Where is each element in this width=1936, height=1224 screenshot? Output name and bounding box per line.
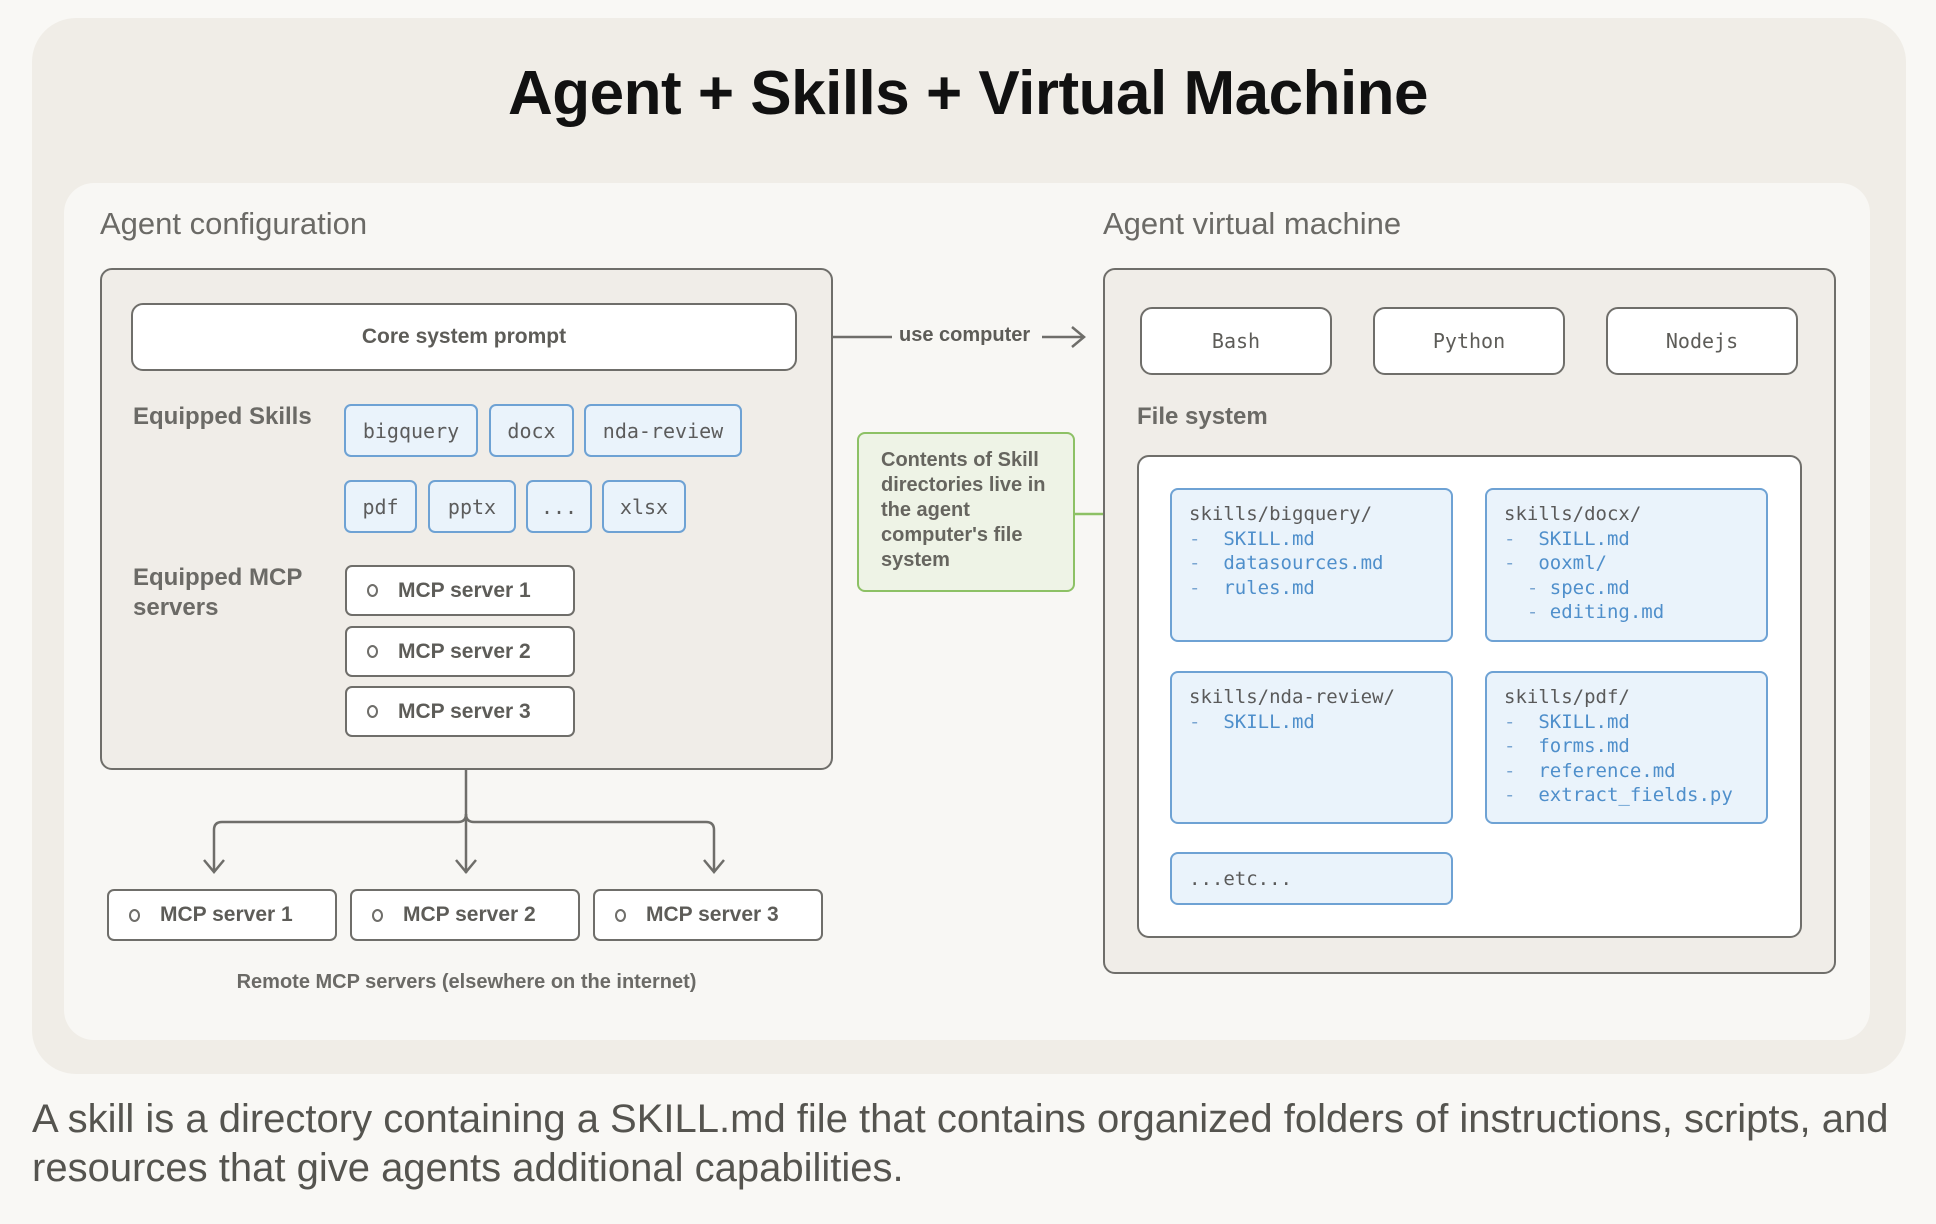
server-circle-icon [367, 584, 378, 597]
file-name: SKILL.md [1538, 710, 1630, 733]
file-name: ooxml/ [1538, 552, 1607, 574]
directory-bigquery: skills/bigquery/- SKILL.md- datasources.… [1170, 488, 1453, 642]
file-entry: - rules.md [1189, 576, 1434, 601]
directory-path: skills/nda-review/ [1189, 686, 1395, 708]
mcp-server-label: MCP server 3 [398, 699, 531, 723]
file-name: spec.md [1549, 576, 1630, 599]
mcp-server-label: MCP server 2 [403, 903, 536, 926]
file-entry: - datasources.md [1189, 551, 1434, 576]
directory-nda-review: skills/nda-review/- SKILL.md [1170, 671, 1453, 824]
list-dash: - [1504, 784, 1539, 806]
file-entry: - spec.md [1504, 576, 1749, 601]
directory-path: skills/docx/ [1504, 503, 1642, 525]
file-name: SKILL.md [1223, 527, 1315, 550]
directory-docx: skills/docx/- SKILL.md- ooxml/ - spec.md… [1485, 488, 1768, 642]
skill-chip-docx: docx [489, 404, 574, 457]
skill-chip-xlsx: xlsx [602, 480, 686, 533]
server-circle-icon [367, 705, 378, 718]
use-computer-arrowhead [1071, 326, 1086, 348]
file-name: SKILL.md [1223, 710, 1315, 733]
list-dash: - [1189, 710, 1224, 733]
file-name: datasources.md [1223, 552, 1384, 574]
file-entry: - extract_fields.py [1504, 783, 1749, 808]
core-system-prompt-label: Core system prompt [361, 325, 567, 348]
file-entry: - SKILL.md [1504, 527, 1749, 552]
server-circle-icon [615, 908, 626, 922]
core-system-prompt: Core system prompt [131, 303, 797, 371]
figure-caption: A skill is a directory containing a SKIL… [32, 1097, 1889, 1190]
equipped-mcp-server-2: MCP server 2 [345, 626, 575, 677]
file-entry: - reference.md [1504, 759, 1749, 784]
list-dash: - [1504, 576, 1550, 599]
file-name: forms.md [1538, 735, 1630, 757]
file-entry: - SKILL.md [1189, 527, 1434, 552]
list-dash: - [1504, 552, 1539, 574]
skill-chip-bigquery: bigquery [344, 404, 478, 457]
arrowhead-right [703, 859, 725, 874]
list-dash: - [1504, 527, 1539, 550]
skill-chip-pptx: pptx [428, 480, 516, 533]
file-system-label: File system [1137, 403, 1268, 430]
mcp-server-label: MCP server 1 [160, 903, 293, 926]
mcp-branch-right [464, 813, 716, 870]
file-name: editing.md [1549, 601, 1665, 623]
arrowhead-left [203, 859, 225, 874]
list-dash: - [1504, 735, 1539, 757]
skill-directories-note: Contents of Skill directories live in th… [857, 432, 1075, 592]
equipped-mcp-label: Equipped MCP servers [133, 564, 302, 621]
diagram-title: Agent + Skills + Virtual Machine [507, 59, 1429, 128]
mcp-server-label: MCP server 1 [398, 578, 531, 602]
equipped-skills-label: Equipped Skills [133, 403, 312, 430]
directory-etc: ...etc... [1170, 852, 1453, 905]
equipped-mcp-server-3: MCP server 3 [345, 686, 575, 737]
list-dash: - [1504, 601, 1550, 623]
skill-chip-nda-review: nda-review [584, 404, 742, 457]
directory-path: skills/pdf/ [1504, 686, 1630, 708]
list-dash: - [1504, 759, 1539, 782]
runtime-bash: Bash [1140, 307, 1332, 375]
file-entry: - editing.md [1504, 600, 1749, 625]
runtime-nodejs: Nodejs [1606, 307, 1798, 375]
file-name: reference.md [1538, 759, 1676, 782]
remote-mcp-server-2: MCP server 2 [350, 889, 580, 941]
equipped-mcp-server-1: MCP server 1 [345, 565, 575, 616]
server-circle-icon [367, 645, 378, 658]
file-entry: - SKILL.md [1189, 710, 1434, 735]
remote-mcp-server-3: MCP server 3 [593, 889, 823, 941]
file-entry: - forms.md [1504, 734, 1749, 759]
list-dash: - [1189, 552, 1224, 574]
list-dash: - [1504, 710, 1539, 733]
directory-path: skills/bigquery/ [1189, 503, 1373, 525]
directory-pdf: skills/pdf/- SKILL.md- forms.md- referen… [1485, 671, 1768, 824]
list-dash: - [1189, 576, 1224, 599]
file-name: SKILL.md [1538, 527, 1630, 550]
file-entry: - SKILL.md [1504, 710, 1749, 735]
server-circle-icon [129, 908, 140, 922]
skill-chip-more: ... [526, 480, 592, 533]
arrowhead-center [455, 859, 477, 874]
server-circle-icon [372, 908, 383, 922]
remote-mcp-server-1: MCP server 1 [107, 889, 337, 941]
agent-configuration-label: Agent configuration [100, 206, 368, 241]
runtime-python: Python [1373, 307, 1565, 375]
skill-chip-pdf: pdf [344, 480, 417, 533]
agent-virtual-machine-label: Agent virtual machine [1103, 206, 1402, 241]
remote-mcp-caption: Remote MCP servers (elsewhere on the int… [236, 971, 697, 993]
mcp-branch-left [212, 813, 468, 870]
use-computer-label: use computer [899, 324, 1031, 346]
file-name: extract_fields.py [1538, 784, 1733, 806]
list-dash: - [1189, 527, 1224, 550]
file-name: rules.md [1223, 576, 1315, 599]
mcp-server-label: MCP server 2 [398, 639, 531, 663]
mcp-server-label: MCP server 3 [646, 903, 779, 926]
file-entry: - ooxml/ [1504, 551, 1749, 576]
